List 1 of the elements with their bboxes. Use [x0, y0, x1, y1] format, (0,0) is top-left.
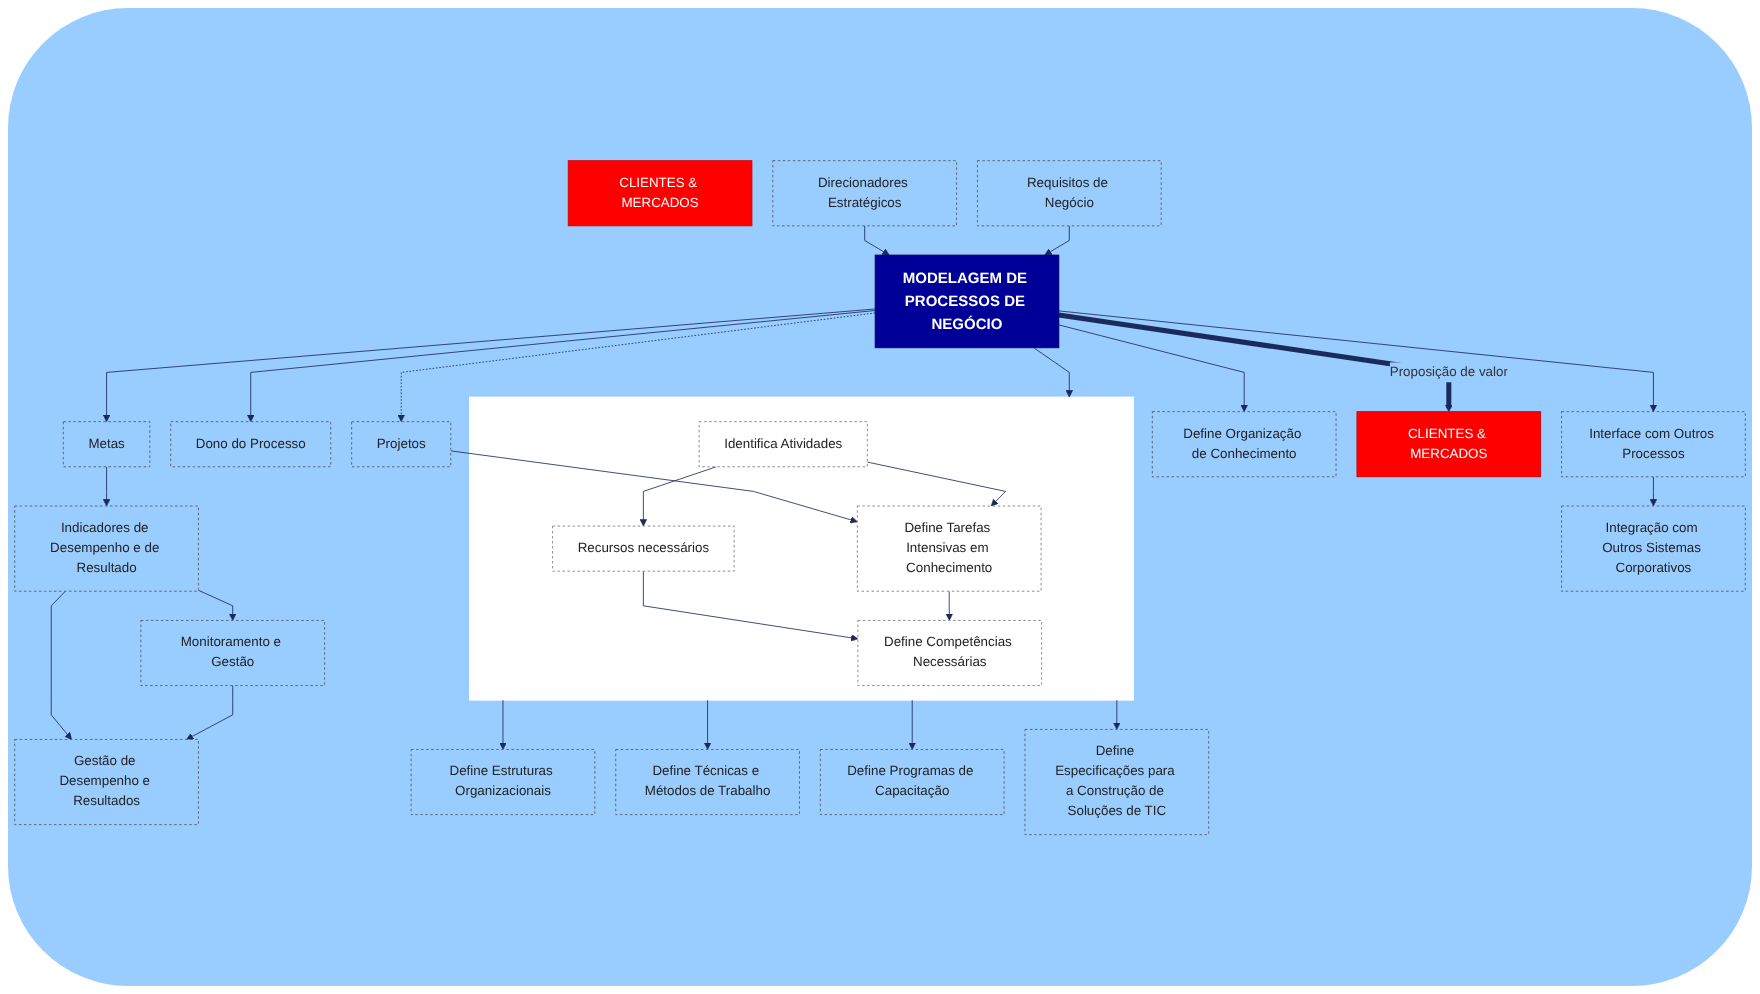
cluster	[469, 395, 1134, 700]
